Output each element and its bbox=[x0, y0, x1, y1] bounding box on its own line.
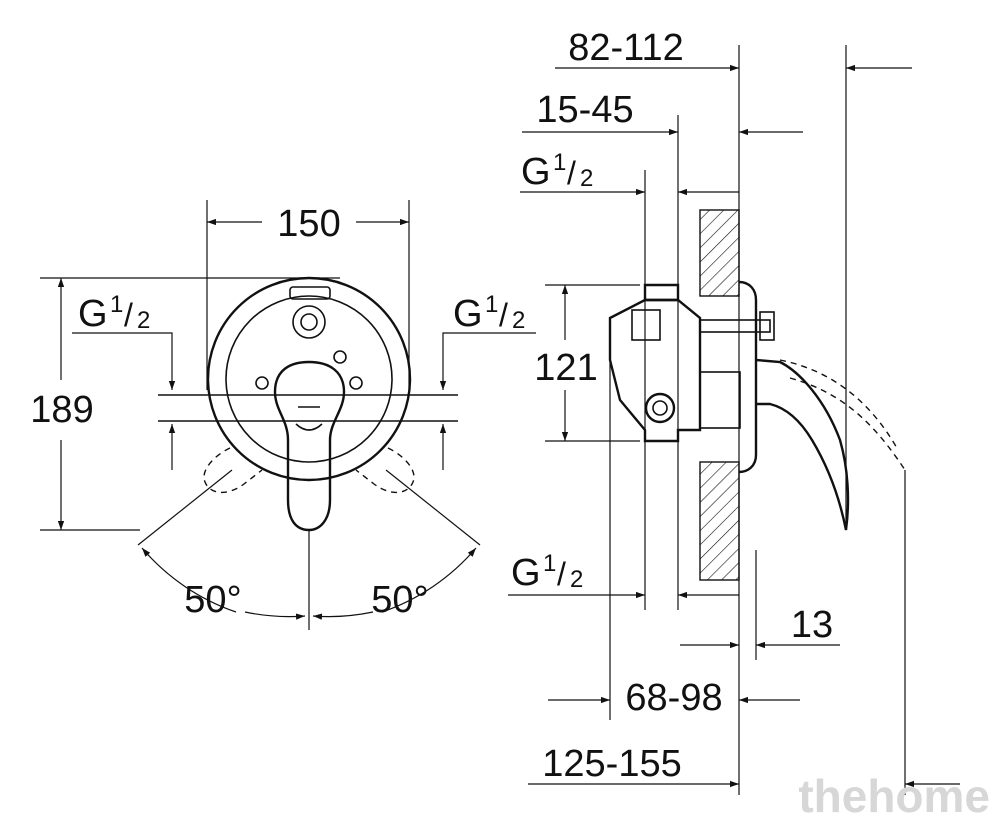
thread-left-main: G bbox=[78, 293, 108, 335]
valve-outlet bbox=[644, 392, 676, 424]
handle-ghost-right bbox=[355, 447, 415, 494]
angle-arc-left-inner bbox=[244, 611, 306, 620]
dim-13-label: 13 bbox=[791, 604, 833, 646]
width-dimension-label: 150 bbox=[277, 203, 340, 245]
angle-arc-right-outer bbox=[381, 547, 477, 613]
escutcheon-inner-ring bbox=[225, 295, 393, 463]
diverter-knob-center bbox=[300, 313, 318, 331]
lever-handle bbox=[273, 360, 346, 532]
diverter-stem bbox=[699, 319, 771, 333]
dim-68-98-label: 68-98 bbox=[625, 677, 722, 719]
angle-right-label: 50° bbox=[371, 579, 428, 621]
diverter-bracket bbox=[289, 286, 331, 300]
thread-right-main: G bbox=[453, 293, 483, 335]
thread-right-slash: / bbox=[499, 297, 508, 333]
angle-arc-right-inner bbox=[312, 611, 374, 620]
diverter-knob bbox=[292, 305, 326, 339]
thread-right-den: 2 bbox=[512, 307, 525, 334]
thread-bottom-num: 1 bbox=[543, 550, 556, 577]
dim-125-155-label: 125-155 bbox=[542, 743, 681, 785]
diverter-cap bbox=[759, 311, 775, 341]
thread-top-slash: / bbox=[567, 155, 576, 191]
lever-ghost-lower bbox=[789, 377, 906, 471]
valve-outlet-inner bbox=[652, 400, 668, 416]
thread-top-den: 2 bbox=[580, 165, 593, 192]
angle-ray-left bbox=[137, 469, 233, 546]
thread-bottom-slash: / bbox=[557, 556, 566, 592]
lever-side-profile bbox=[755, 358, 850, 531]
thread-left-slash: / bbox=[124, 297, 133, 333]
dim-top-label: 82-112 bbox=[568, 27, 684, 69]
thread-top-num: 1 bbox=[553, 149, 566, 176]
thread-right-num: 1 bbox=[485, 291, 498, 318]
thread-bottom-main: G bbox=[511, 552, 541, 594]
fixing-screw-left bbox=[255, 376, 269, 390]
fixing-screw-right bbox=[333, 350, 347, 364]
thread-top-main: G bbox=[521, 151, 551, 193]
side-view: 82-112 15-45 G 1 / 2 121 bbox=[508, 27, 960, 795]
escutcheon-side-profile bbox=[738, 280, 758, 474]
escutcheon-plate bbox=[206, 276, 412, 482]
fixing-screw-right-lower bbox=[349, 376, 363, 390]
angle-ray-right bbox=[385, 469, 481, 546]
angle-arc-left-outer bbox=[141, 547, 237, 613]
thread-left-num: 1 bbox=[110, 291, 123, 318]
angle-left-label: 50° bbox=[184, 579, 241, 621]
valve-port bbox=[631, 309, 661, 341]
wall-hatch-lower bbox=[699, 461, 740, 581]
dim-second-label: 15-45 bbox=[536, 89, 633, 131]
dim-121-label: 121 bbox=[534, 347, 597, 389]
watermark-logo: thehome bbox=[798, 770, 990, 822]
valve-body bbox=[608, 298, 702, 443]
cartridge bbox=[699, 371, 741, 429]
thread-right-leader bbox=[439, 332, 536, 390]
height-dimension-label: 189 bbox=[30, 389, 93, 431]
thread-bottom-den: 2 bbox=[570, 566, 583, 593]
lever-neck bbox=[295, 423, 323, 431]
front-view: 150 189 G 1 / 2 G 1 / 2 bbox=[30, 200, 536, 630]
handle-ghost-left bbox=[203, 447, 263, 494]
wall-hatch-upper bbox=[699, 209, 740, 297]
thread-left-leader bbox=[72, 332, 176, 390]
thread-left-den: 2 bbox=[137, 307, 150, 334]
valve-inlet-top bbox=[643, 283, 680, 302]
lever-ghost-upper bbox=[779, 359, 899, 451]
